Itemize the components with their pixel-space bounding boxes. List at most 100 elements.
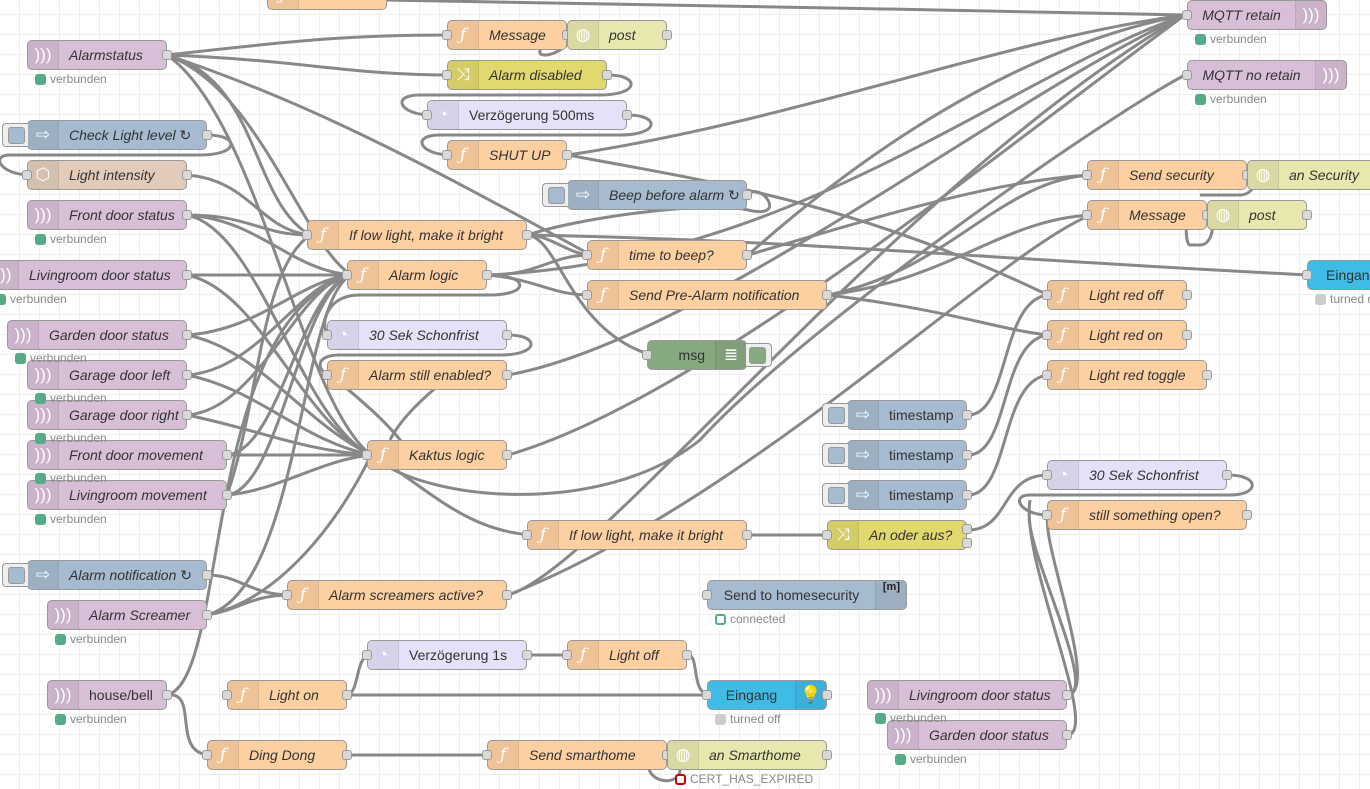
node-msg-debug[interactable]: msg ≣ (642, 340, 772, 370)
node-send-to-homesecurity[interactable]: Send to homesecurity [m] (702, 580, 907, 610)
output-port[interactable] (202, 130, 212, 140)
output-port[interactable] (182, 210, 192, 220)
output-port[interactable] (1302, 210, 1312, 220)
output-port[interactable] (202, 610, 212, 620)
node-check-light-level[interactable]: ⇨ Check Light level ↻ (2, 120, 212, 150)
input-port[interactable] (342, 270, 352, 280)
output-port[interactable] (742, 190, 752, 200)
inject-button[interactable] (822, 403, 848, 427)
input-port[interactable] (1182, 70, 1192, 80)
output-port[interactable] (1222, 470, 1232, 480)
output-port[interactable] (162, 690, 172, 700)
output-port[interactable] (162, 50, 172, 60)
output-port[interactable] (962, 410, 972, 420)
input-port[interactable] (22, 170, 32, 180)
output-port[interactable] (502, 370, 512, 380)
input-port[interactable] (202, 750, 212, 760)
node-alarm-still-enabled[interactable]: ƒ Alarm still enabled? (322, 360, 512, 390)
node-send-pre-alarm[interactable]: ƒ Send Pre-Alarm notification (582, 280, 832, 310)
input-port[interactable] (702, 590, 712, 600)
input-port[interactable] (522, 530, 532, 540)
node-message-1[interactable]: ƒ Message (442, 20, 572, 50)
node-kaktus-logic[interactable]: ƒ Kaktus logic (362, 440, 512, 470)
node-alarm-notification[interactable]: ⇨ Alarm notification ↻ (2, 560, 212, 590)
output-port[interactable] (822, 690, 832, 700)
output-port[interactable] (1242, 510, 1252, 520)
output-port[interactable] (182, 370, 192, 380)
node-eingang-2[interactable]: Eingang (1302, 260, 1370, 290)
input-port[interactable] (482, 750, 492, 760)
input-port[interactable] (1182, 10, 1192, 20)
output-port[interactable] (742, 530, 752, 540)
output-port[interactable] (222, 490, 232, 500)
input-port[interactable] (362, 650, 372, 660)
output-port[interactable] (562, 150, 572, 160)
inject-button[interactable] (822, 483, 848, 507)
input-port[interactable] (1042, 510, 1052, 520)
node-livingroom-door-status-2[interactable]: ))) Livingroom door status (867, 680, 1072, 710)
node-post-2[interactable]: ◍ post (1207, 200, 1312, 230)
input-port[interactable] (442, 70, 452, 80)
input-port[interactable] (362, 450, 372, 460)
partial-function-node[interactable]: ƒ (267, 0, 387, 10)
output-port[interactable] (522, 650, 532, 660)
output-port[interactable] (662, 30, 672, 40)
input-port[interactable] (1042, 470, 1052, 480)
node-time-to-beep[interactable]: ƒ time to beep? (582, 240, 752, 270)
output-port[interactable] (182, 330, 192, 340)
node-if-low-light-2[interactable]: ƒ If low light, make it bright (522, 520, 752, 550)
node-light-intensity[interactable]: ⬡ Light intensity (22, 160, 192, 190)
input-port[interactable] (562, 650, 572, 660)
node-light-red-on[interactable]: ƒ Light red on (1042, 320, 1192, 350)
input-port[interactable] (282, 590, 292, 600)
output-port[interactable] (822, 290, 832, 300)
node-timestamp-2[interactable]: ⇨ timestamp (822, 440, 972, 470)
output-port[interactable] (682, 650, 692, 660)
node-eingang-1[interactable]: Eingang 💡 (702, 680, 832, 710)
input-port[interactable] (582, 250, 592, 260)
output-port[interactable] (1062, 730, 1072, 740)
node-front-door-status[interactable]: ))) Front door status (27, 200, 192, 230)
output-port[interactable] (602, 70, 612, 80)
node-light-red-off[interactable]: ƒ Light red off (1042, 280, 1192, 310)
node-livingroom-door-status[interactable]: ))) Livingroom door status (0, 260, 192, 290)
input-port[interactable] (322, 330, 332, 340)
node-mqtt-no-retain[interactable]: MQTT no retain ))) (1182, 60, 1347, 90)
node-timestamp-3[interactable]: ⇨ timestamp (822, 480, 972, 510)
node-delay-500ms[interactable]: ◔ Verzögerung 500ms (422, 100, 632, 130)
node-still-something-open[interactable]: ƒ still something open? (1042, 500, 1252, 530)
output-port-1[interactable] (962, 524, 972, 534)
node-garden-door-status[interactable]: ))) Garden door status (7, 320, 192, 350)
inject-button[interactable] (542, 183, 568, 207)
output-port[interactable] (962, 450, 972, 460)
node-light-off[interactable]: ƒ Light off (562, 640, 692, 670)
output-port[interactable] (502, 590, 512, 600)
node-mqtt-retain[interactable]: MQTT retain ))) (1182, 0, 1327, 30)
output-port[interactable] (822, 750, 832, 760)
input-port[interactable] (442, 30, 452, 40)
input-port[interactable] (642, 350, 652, 360)
input-port[interactable] (1042, 330, 1052, 340)
input-port[interactable] (1082, 210, 1092, 220)
output-port[interactable] (222, 450, 232, 460)
node-send-security[interactable]: ƒ Send security (1082, 160, 1252, 190)
node-alarmstatus[interactable]: ))) Alarmstatus (27, 40, 172, 70)
input-port[interactable] (582, 290, 592, 300)
output-port[interactable] (622, 110, 632, 120)
node-schonfrist-2[interactable]: ◔ 30 Sek Schonfrist (1042, 460, 1232, 490)
node-schonfrist-1[interactable]: ◔ 30 Sek Schonfrist (322, 320, 512, 350)
inject-button[interactable] (2, 563, 28, 587)
node-if-low-light-1[interactable]: ƒ If low light, make it bright (302, 220, 532, 250)
node-an-smarthome[interactable]: ◍ an Smarthome (667, 740, 832, 770)
output-port[interactable] (1182, 290, 1192, 300)
output-port[interactable] (502, 450, 512, 460)
node-alarm-logic[interactable]: ƒ Alarm logic (342, 260, 492, 290)
output-port[interactable] (742, 250, 752, 260)
input-port[interactable] (702, 690, 712, 700)
output-port[interactable] (342, 690, 352, 700)
node-alarm-screamer[interactable]: ))) Alarm Screamer (47, 600, 212, 630)
node-an-security[interactable]: ◍ an Security (1247, 160, 1370, 190)
output-port[interactable] (182, 270, 192, 280)
output-port[interactable] (1062, 690, 1072, 700)
node-ding-dong[interactable]: ƒ Ding Dong (202, 740, 352, 770)
